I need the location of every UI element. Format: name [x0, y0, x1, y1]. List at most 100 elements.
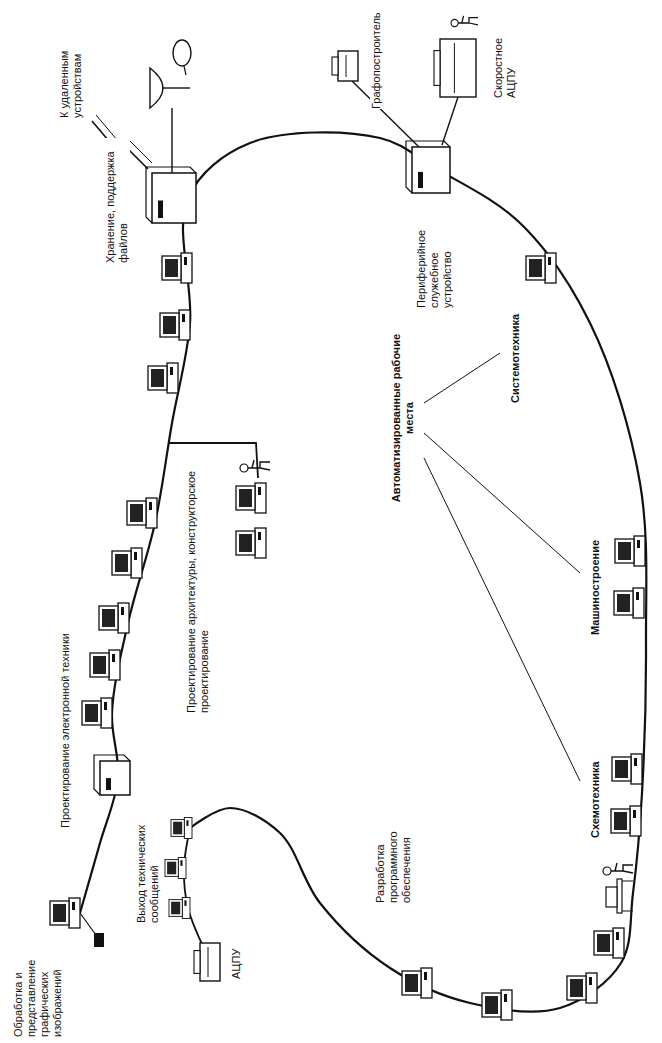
station-label: Проектирование электронной техники: [59, 633, 72, 828]
workstation-icon: [594, 928, 624, 958]
antenna-dish: [150, 68, 190, 108]
monitor: [169, 900, 182, 917]
station-label: Разработка программного обеспечения: [374, 798, 413, 903]
box-top: [146, 167, 196, 223]
monitor: [236, 531, 255, 555]
label-holder: Машиностроение: [585, 515, 603, 635]
workstation-icon: [171, 818, 192, 839]
workstation-icon: [50, 898, 80, 928]
workstation-icon: [615, 536, 645, 566]
label-holder: Обработка и представление графических из…: [12, 937, 65, 1037]
workstation-icon: [611, 806, 641, 836]
workstation-icon: [148, 363, 178, 393]
printer-body: [200, 943, 220, 981]
head: [240, 464, 248, 472]
system-unit: [630, 806, 641, 836]
monitor: [611, 809, 630, 833]
monitor: [614, 591, 633, 615]
workstation-icon: [567, 973, 597, 1003]
station-label: Проектирование архитектуры, конструкторс…: [185, 463, 211, 713]
file-server-cube: [94, 755, 130, 795]
monitor-screen: [102, 609, 115, 627]
drive-slot: [149, 502, 152, 510]
tape-drum: [173, 40, 191, 66]
plotter-cable: [352, 81, 420, 148]
system-unit: [182, 898, 190, 919]
branch-cable: [168, 443, 258, 478]
label-holder: Периферийное служебное устройство: [415, 196, 455, 308]
paper-slot: [454, 43, 455, 93]
label-holder: Системотехника: [505, 291, 523, 403]
line-printer: [194, 943, 220, 981]
paper-tray: [434, 51, 440, 86]
dish-mast: [162, 87, 190, 88]
monitor: [162, 256, 181, 280]
workstation-icon: [127, 498, 157, 528]
drive-slot: [112, 654, 115, 662]
station-label: Периферийное служебное устройство: [415, 196, 454, 308]
monitor-screen: [130, 504, 143, 522]
workstation-icon: [236, 483, 266, 513]
monitor-screen: [615, 760, 628, 778]
desk-top: [617, 879, 622, 913]
system-unit: [179, 310, 190, 340]
dish: [150, 68, 163, 108]
drum-cable: [184, 66, 186, 75]
head: [451, 19, 458, 26]
operator-figure: [240, 460, 270, 472]
workstation-icon: [402, 968, 432, 998]
drive-slot: [182, 314, 185, 322]
printer-cable: [442, 97, 458, 145]
workstation-icon: [612, 754, 642, 784]
monitor-screen: [597, 934, 610, 952]
monitor: [236, 486, 255, 510]
system-unit: [184, 818, 192, 839]
leader-line: [424, 458, 580, 781]
drive-slot: [634, 758, 637, 766]
network-ring: [80, 132, 646, 1011]
monitor-screen: [529, 259, 542, 277]
body: [611, 863, 633, 873]
monitor: [402, 971, 421, 995]
system-unit: [631, 754, 642, 784]
drive-slot: [72, 902, 75, 910]
box-top: [94, 755, 130, 795]
system-unit: [181, 253, 192, 283]
drive-slot: [170, 367, 173, 375]
label-holder: Автоматизированные рабочие места: [390, 333, 417, 503]
monitor: [148, 366, 167, 390]
monitor: [594, 931, 613, 955]
graphics-tablet: [94, 933, 104, 947]
monitor-screen: [167, 862, 176, 875]
label-holder: Скоростное АЦПУ: [492, 6, 519, 98]
label-holder: Хранение, поддержка файлов: [104, 138, 131, 263]
label-holder: Графопостроитель: [366, 5, 384, 109]
system-unit: [613, 928, 624, 958]
station-label: Схемотехника: [589, 761, 602, 838]
label-holder: Схемотехника: [585, 728, 603, 838]
drive-slot: [186, 820, 188, 826]
system-unit: [118, 603, 129, 633]
printer-body: [440, 39, 476, 97]
monitor-screen: [165, 259, 178, 277]
system-unit: [421, 968, 432, 998]
output-chain: [184, 828, 210, 961]
monitor: [615, 539, 634, 563]
monitor-screen: [173, 822, 182, 835]
fast-printer: [434, 39, 476, 97]
station-label: АЦПУ: [230, 949, 243, 979]
system-unit: [167, 363, 178, 393]
workstation-icon: [162, 253, 192, 283]
workstation-icon: [160, 310, 190, 340]
system-unit: [255, 483, 266, 513]
system-unit: [586, 973, 597, 1003]
station-label: Обработка и представление графических из…: [12, 937, 64, 1037]
tablet-cable: [80, 913, 96, 935]
box-panel: [158, 201, 163, 219]
paper-tray: [332, 57, 338, 75]
monitor-screen: [163, 316, 176, 334]
label-holder: Проектирование архитектуры, конструкторс…: [185, 463, 212, 713]
system-unit: [101, 698, 112, 728]
monitor-screen: [53, 904, 66, 922]
